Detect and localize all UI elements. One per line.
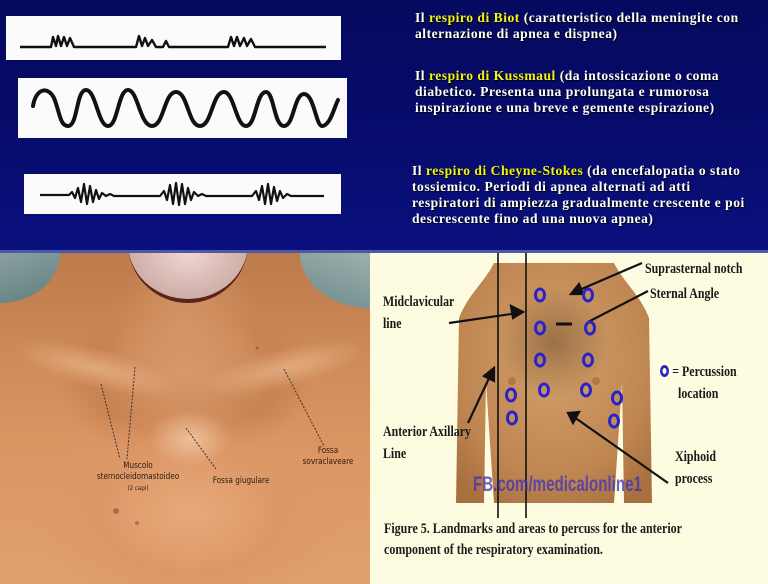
- label-muscolo-note: (2 capi): [127, 484, 149, 492]
- label-fossa-giugulare: Fossa giugulare: [212, 476, 270, 486]
- label-xiphoid-line1: Xiphoid: [675, 449, 716, 465]
- label-xiphoid-line2: process: [675, 471, 713, 487]
- label-fossa-sovraclaveare: Fossa sovraclaveare: [294, 446, 362, 468]
- legend-percussion-line2: location: [678, 386, 719, 402]
- slide-divider: [0, 250, 768, 253]
- label-fossa-sovra-line2: sovraclaveare: [302, 457, 354, 467]
- figure-caption: Figure 5. Landmarks and areas to percuss…: [384, 519, 762, 561]
- landmark-lines-and-markers: [448, 253, 669, 518]
- label-sternal-angle: Sternal Angle: [650, 286, 720, 302]
- label-xiphoid-process: Xiphoid process: [675, 446, 716, 490]
- caption-line2: component of the respiratory examination…: [384, 542, 603, 558]
- legend-percussion-location: = Percussion location: [660, 361, 737, 405]
- biot-description: Il respiro di Biot (caratteristico della…: [415, 10, 765, 42]
- kussmaul-title: respiro di Kussmaul: [428, 68, 556, 83]
- cheyne-stokes-text: (da encefalopatia o stato tossiemico. Pe…: [412, 163, 745, 226]
- kussmaul-text: (da intossicazione o coma diabetico. Pre…: [415, 68, 720, 115]
- label-fossa-sovra-line1: Fossa: [317, 446, 339, 456]
- kussmaul-trace-image: [18, 78, 347, 138]
- label-anterior-axillary-line1: Anterior Axillary: [383, 424, 471, 440]
- cheyne-stokes-trace-image: [24, 174, 341, 214]
- label-leader-lines: [100, 346, 325, 525]
- label-midclavicular-line2: line: [383, 316, 402, 332]
- biot-text: (caratteristico della meningite con alte…: [415, 10, 739, 41]
- biot-trace-image: [6, 16, 341, 60]
- label-anterior-axillary-line: Anterior Axillary Line: [383, 421, 471, 465]
- biot-prefix: Il: [415, 10, 429, 25]
- label-midclavicular-line1: Midclavicular: [383, 294, 455, 310]
- kussmaul-description: Il respiro di Kussmaul (da intossicazion…: [415, 68, 765, 116]
- biot-title: respiro di Biot: [428, 10, 520, 25]
- chest-percussion-figure: Midclavicular line Anterior Axillary Lin…: [370, 253, 768, 584]
- caption-line1: Figure 5. Landmarks and areas to percuss…: [384, 521, 683, 537]
- biot-waveform: [20, 34, 326, 49]
- cheyne-stokes-prefix: Il: [412, 163, 426, 178]
- label-midclavicular-line: Midclavicular line: [383, 291, 454, 335]
- watermark: FB.com/medicalonline1: [473, 473, 642, 496]
- label-anterior-axillary-line2: Line: [383, 446, 407, 462]
- cheyne-stokes-description: Il respiro di Cheyne-Stokes (da encefalo…: [412, 163, 762, 227]
- label-sternocleidomastoid: Muscolo sternocleidomastoideo (2 capi): [87, 461, 189, 494]
- label-muscolo-line2: sternocleidomastoideo: [96, 472, 180, 482]
- label-muscolo-line1: Muscolo: [123, 461, 153, 471]
- neck-anatomy-photo: Muscolo sternocleidomastoideo (2 capi) F…: [0, 253, 370, 584]
- cheyne-stokes-waveform: [40, 181, 324, 207]
- legend-percussion-line1: = Percussion: [672, 364, 737, 380]
- percussion-circle-icon: [660, 365, 670, 377]
- label-suprasternal-notch: Suprasternal notch: [645, 261, 743, 277]
- kussmaul-waveform: [31, 87, 340, 129]
- breathing-patterns-slide: Il respiro di Biot (caratteristico della…: [0, 0, 768, 253]
- cheyne-stokes-title: respiro di Cheyne-Stokes: [425, 163, 584, 178]
- kussmaul-prefix: Il: [415, 68, 429, 83]
